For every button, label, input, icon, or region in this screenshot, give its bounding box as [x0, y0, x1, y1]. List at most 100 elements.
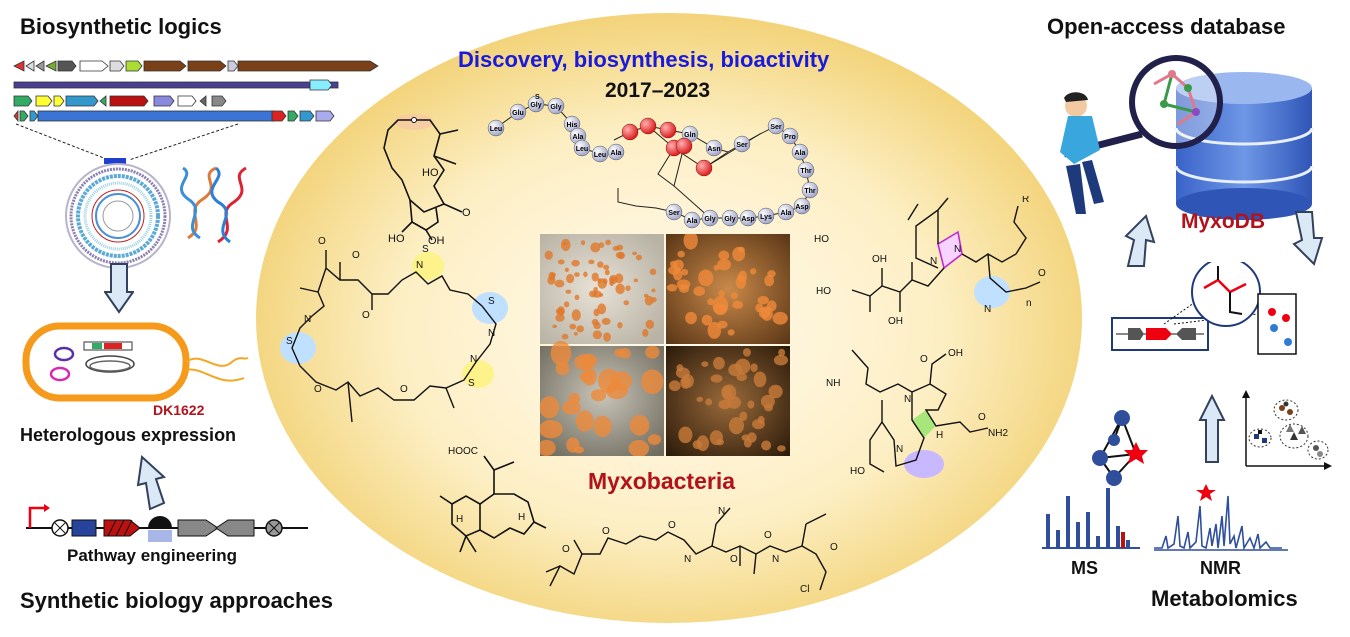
fruiting-body — [710, 374, 723, 383]
svg-text:O: O — [830, 542, 838, 553]
residue-label: Leu — [490, 126, 502, 133]
fruiting-body — [593, 321, 601, 330]
fruiting-body — [555, 361, 570, 376]
fruiting-body — [625, 285, 631, 292]
svg-text:O: O — [602, 526, 610, 537]
svg-text:NH: NH — [826, 378, 840, 389]
svg-text:N: N — [954, 244, 961, 255]
residue-ball — [793, 197, 811, 215]
bacterial-cell-icon — [22, 322, 249, 402]
fruiting-body — [778, 348, 786, 357]
fruiting-body — [732, 246, 746, 262]
svg-text:H: H — [936, 430, 943, 441]
fruiting-body — [736, 372, 747, 382]
residue-label: Glu — [512, 110, 524, 117]
fruiting-body — [591, 272, 599, 282]
fruiting-body — [573, 331, 578, 336]
fruiting-body — [681, 268, 689, 276]
fruiting-body — [651, 288, 656, 293]
fruiting-body — [685, 311, 697, 325]
fruiting-body — [550, 340, 572, 366]
fruiting-body — [564, 267, 569, 273]
fruiting-body — [750, 363, 758, 373]
fruiting-body — [609, 280, 614, 287]
fruiting-body — [742, 347, 751, 357]
residue-label: Gly — [530, 102, 541, 109]
svg-text:O: O — [362, 310, 370, 321]
svg-text:N: N — [896, 444, 903, 455]
residue-label: Asp — [741, 216, 754, 223]
fruiting-body — [598, 368, 620, 394]
svg-text:O: O — [400, 384, 408, 395]
fruiting-body — [777, 445, 786, 452]
heterologous-expression-label: Heterologous expression — [20, 425, 237, 445]
fruiting-body — [739, 411, 748, 421]
fruiting-body — [718, 290, 725, 298]
fruiting-body — [603, 332, 611, 342]
svg-text:R: R — [1022, 196, 1029, 205]
svg-text:HO: HO — [850, 466, 865, 477]
svg-text:HO: HO — [816, 286, 831, 297]
fruiting-body — [650, 296, 657, 303]
svg-text:O: O — [668, 520, 676, 531]
fruiting-body — [618, 348, 631, 359]
abu-residue-ball — [695, 159, 713, 177]
svg-text:O: O — [920, 354, 928, 365]
fruiting-body — [569, 323, 577, 330]
fruiting-body — [579, 371, 594, 382]
svg-text:H: H — [456, 514, 463, 525]
fruiting-body — [752, 419, 765, 430]
fruiting-body — [633, 278, 639, 283]
residue-label: Ala — [687, 218, 698, 225]
svg-text:N: N — [904, 394, 911, 405]
residue-label: Pro — [784, 134, 796, 141]
fruiting-body — [583, 271, 588, 278]
center-years: 2017–2023 — [605, 79, 711, 102]
residue-ball — [757, 207, 775, 225]
fruiting-body — [772, 311, 788, 325]
svg-text:N: N — [930, 256, 937, 267]
fruiting-body — [766, 300, 777, 312]
residue-label: Gly — [550, 104, 561, 111]
myxobacteria-label: Myxobacteria — [588, 468, 736, 494]
abu-residue-ball — [639, 117, 657, 135]
fruiting-body — [713, 356, 725, 370]
residue-ball — [701, 209, 719, 227]
svg-text:HO: HO — [814, 234, 829, 245]
zoom-lines — [15, 123, 239, 164]
fruiting-body — [632, 251, 638, 256]
fruiting-body — [617, 321, 623, 329]
fruiting-body — [730, 292, 738, 299]
fruiting-body — [576, 325, 585, 333]
fruiting-body — [562, 242, 568, 246]
residue-ball — [573, 139, 591, 157]
fruiting-body — [557, 259, 565, 265]
residue-ball — [721, 209, 739, 227]
residue-label: Ala — [611, 150, 622, 157]
residue-label: Thr — [800, 168, 812, 175]
residue-label: Ala — [781, 210, 792, 217]
fruiting-body — [561, 333, 569, 340]
residue-ball — [739, 209, 757, 227]
fruiting-body — [728, 417, 744, 435]
fruiting-body — [615, 283, 625, 295]
svg-text:HOOC: HOOC — [448, 446, 478, 457]
nmr-spectrum — [1154, 484, 1288, 551]
svg-text:n: n — [1026, 298, 1032, 309]
residue-label: His — [567, 122, 578, 129]
fruiting-body — [571, 259, 580, 267]
residue-label: Asn — [707, 146, 720, 153]
fruiting-body — [677, 250, 685, 258]
fruiting-body — [696, 396, 704, 402]
fruiting-body — [566, 273, 575, 284]
gene-cluster-diagram — [13, 60, 379, 123]
fruiting-body — [568, 392, 581, 405]
fruiting-body — [701, 361, 709, 368]
svg-text:S: S — [468, 378, 475, 389]
residue-ball — [547, 97, 565, 115]
fruiting-body — [645, 319, 655, 329]
residue-ball — [781, 127, 799, 145]
benzimidazolium-structure: HO OH HO OH N N N R n O — [814, 196, 1046, 327]
fruiting-body — [764, 274, 775, 287]
fruiting-body — [548, 271, 556, 281]
